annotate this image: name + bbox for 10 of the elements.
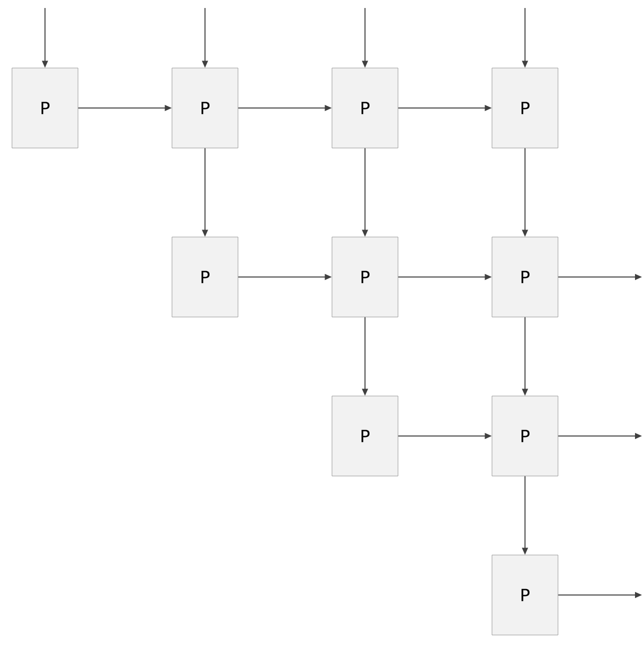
process-box: P xyxy=(492,396,558,476)
process-box: P xyxy=(332,396,398,476)
process-box: P xyxy=(332,236,398,318)
process-box: P xyxy=(172,68,238,148)
process-box: P xyxy=(172,236,238,318)
process-box: P xyxy=(492,554,558,636)
process-box: P xyxy=(492,68,558,148)
process-box: P xyxy=(12,68,78,148)
process-box: P xyxy=(332,68,398,148)
process-box: P xyxy=(492,236,558,318)
